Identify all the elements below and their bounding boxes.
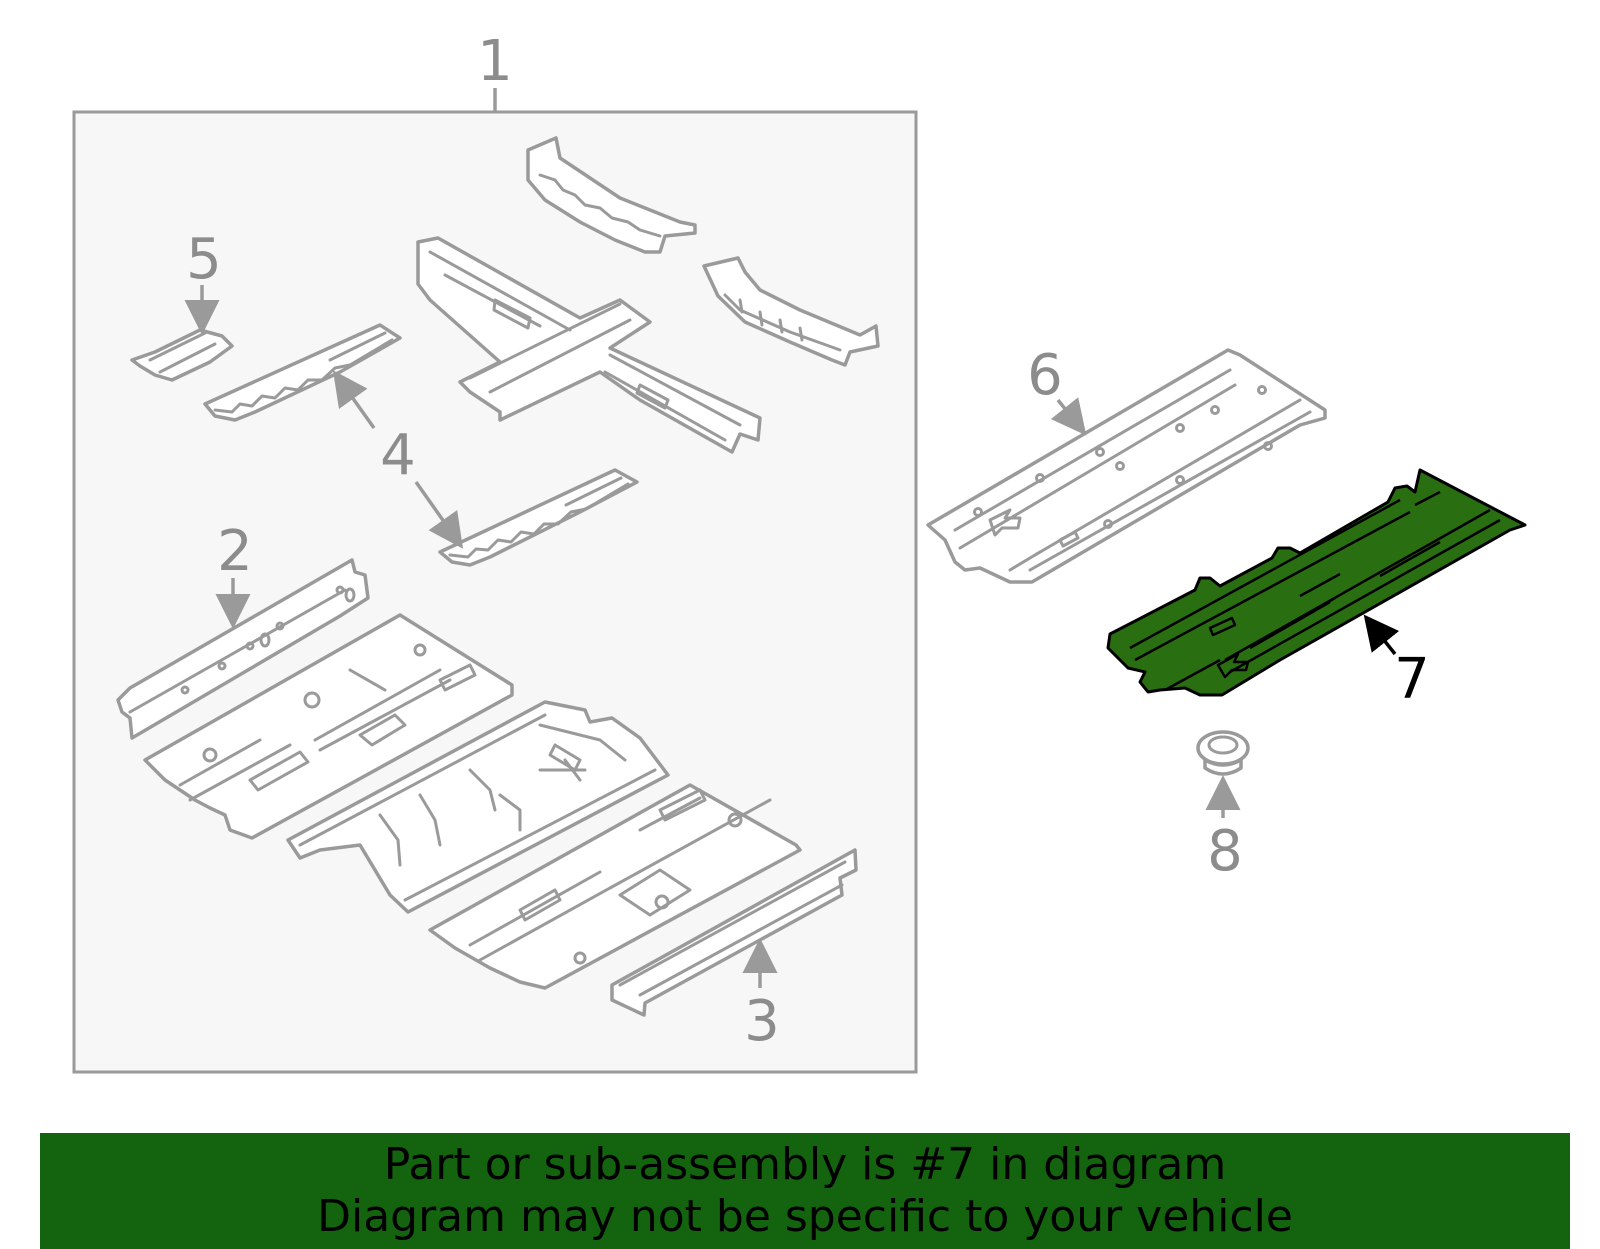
- upper-crossmember: [526, 136, 697, 254]
- callout-4: 4: [380, 423, 416, 488]
- callout-7-leader: [1363, 614, 1400, 656]
- callout-2: 2: [217, 519, 253, 584]
- part-2: [116, 558, 370, 740]
- crossmember-assembly: [416, 236, 762, 454]
- part-4-upper: [203, 323, 402, 422]
- left-floor-pan: [143, 613, 514, 840]
- part-3: [610, 848, 858, 1017]
- callout-1: 1: [477, 29, 513, 94]
- part-info-banner: Part or sub-assembly is #7 in diagram Di…: [40, 1133, 1570, 1249]
- part-8: [1196, 730, 1250, 776]
- banner-line-1: Part or sub-assembly is #7 in diagram: [383, 1139, 1227, 1190]
- center-floor-pan: [286, 700, 670, 914]
- callout-5: 5: [186, 227, 222, 292]
- callout-6: 6: [1027, 343, 1063, 408]
- rear-crossmember: [702, 256, 880, 367]
- callout-8: 8: [1207, 819, 1243, 884]
- callout-7: 7: [1394, 647, 1430, 712]
- part-4-lower: [438, 468, 639, 567]
- part-6: [926, 348, 1327, 584]
- callout-3: 3: [744, 989, 780, 1054]
- part-5: [130, 328, 234, 382]
- callout-4-leader-a: [332, 370, 376, 430]
- banner-line-2: Diagram may not be specific to your vehi…: [317, 1191, 1293, 1242]
- right-floor-pan: [428, 783, 802, 990]
- callout-6-leader: [1050, 397, 1087, 436]
- part-7: [1106, 468, 1527, 697]
- callout-4-leader-b: [414, 480, 464, 549]
